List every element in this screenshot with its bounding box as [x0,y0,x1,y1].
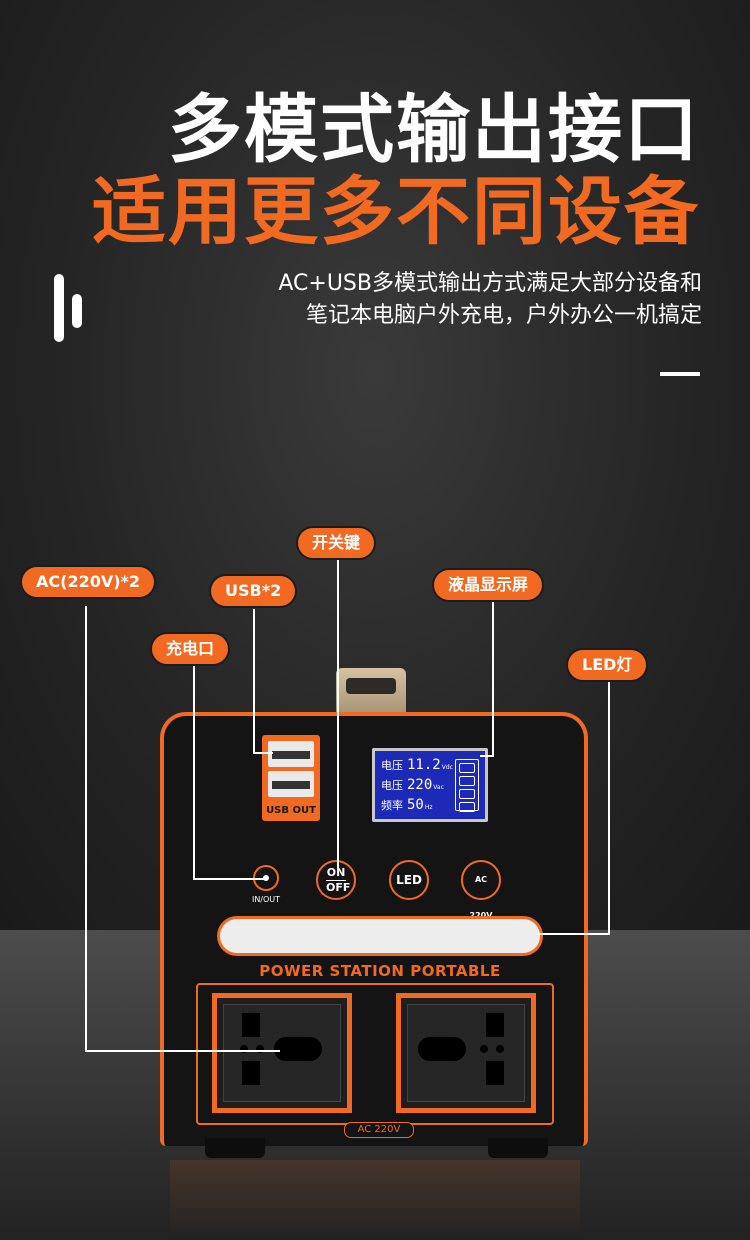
device-foot [488,1138,548,1158]
led-button[interactable]: LED [389,860,429,900]
leader-line-charge [193,878,265,880]
in-out-label: IN/OUT [251,895,281,904]
leader-line-usb [253,609,255,753]
callout-charge-port: 充电口 [152,634,229,664]
power-switch-button[interactable]: ON OFF [316,860,356,900]
ac-socket-left [212,993,352,1113]
usb-port [268,741,314,767]
decor-bar [54,274,64,342]
floor-reflection [170,1160,580,1240]
callout-led: LED灯 [568,650,647,680]
callout-ac-output: AC(220V)*2 [22,567,155,597]
headline-line-2: 适用更多不同设备 [92,169,700,255]
leader-line-lcd [492,602,494,756]
callout-lcd: 液晶显示屏 [434,570,543,600]
leader-line-led [538,933,610,935]
ac-output-button[interactable]: AC 220V [461,860,501,920]
leader-line-switch [337,560,339,868]
usb-out-label: USB OUT [266,805,316,816]
leader-line-lcd [480,755,494,757]
callout-power-switch: 开关键 [298,528,375,558]
battery-icon [455,759,479,812]
description-line-1: AC+USB多模式输出方式满足大部分设备和 [278,271,702,296]
led-light-bar [217,916,543,956]
leader-line-usb [253,752,273,754]
description: AC+USB多模式输出方式满足大部分设备和 笔记本电脑户外充电，户外办公一机搞定 [278,268,702,332]
device-foot [205,1138,265,1158]
leader-line-ac [85,606,87,1052]
headline-line-1: 多模式输出接口 [168,87,700,173]
leader-line-led [608,680,610,934]
brand-text: POWER STATION PORTABLE [259,962,501,980]
callout-usb: USB*2 [211,576,296,606]
leader-line-charge [193,666,195,879]
leader-line-ac [85,1050,280,1052]
ac-220v-badge: AC 220V [344,1122,414,1138]
decor-bar [72,294,82,328]
device-handle [336,668,406,716]
decor-dash [660,372,700,376]
description-line-2: 笔记本电脑户外充电，户外办公一机搞定 [305,303,702,328]
usb-port-panel: USB OUT [262,735,320,821]
usb-port [268,771,314,797]
ac-socket-right [396,993,536,1113]
